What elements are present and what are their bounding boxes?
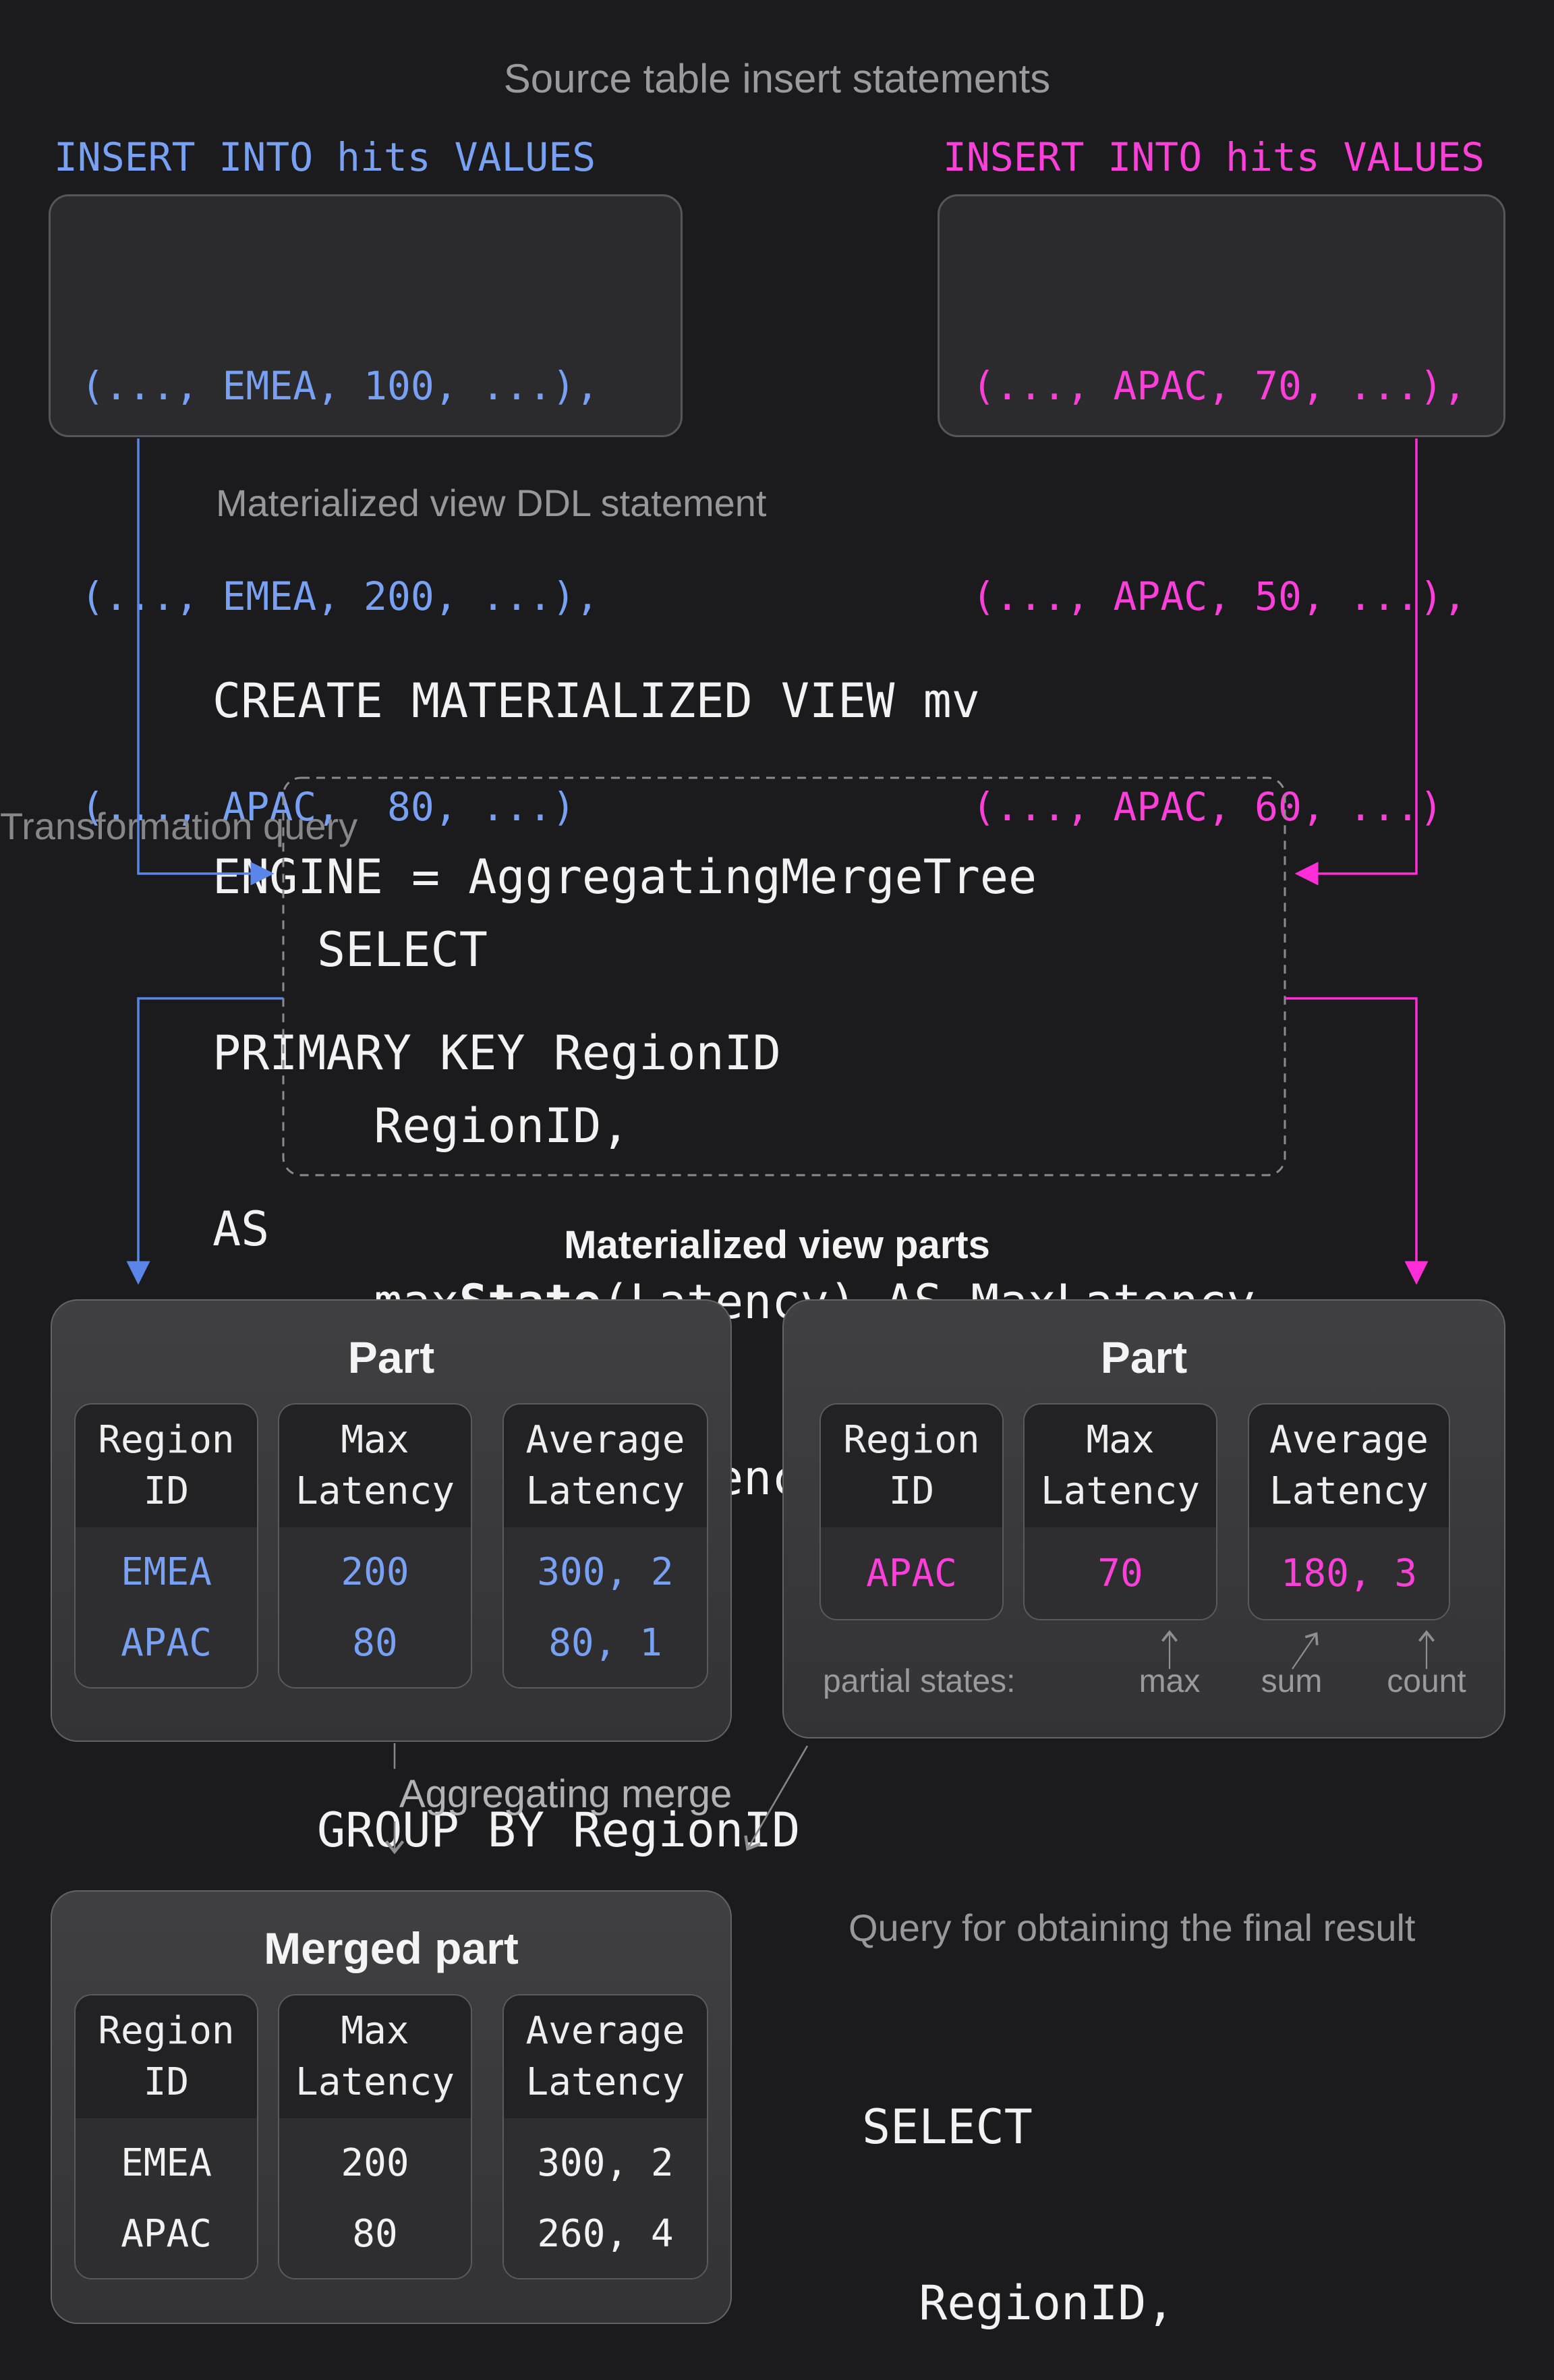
cell: 300, 2 <box>537 2141 674 2185</box>
code-line: RegionID, <box>862 2275 1175 2331</box>
partial-states-sum: sum <box>1261 1664 1323 1699</box>
cell: 80, 1 <box>548 1620 662 1665</box>
partial-states-count: count <box>1387 1664 1466 1699</box>
column-values: 180, 3 <box>1249 1527 1449 1619</box>
column-header: Region ID <box>76 1995 257 2118</box>
column-header: Average Latency <box>504 1995 707 2118</box>
column-values: 200 80 <box>279 2118 471 2278</box>
column-average-latency: Average Latency 300, 2 80, 1 <box>502 1403 708 1689</box>
column-header: Max Latency <box>279 1995 471 2118</box>
insert-right-line: (..., APAC, 70, ...), <box>972 363 1467 409</box>
column-max-latency: Max Latency 70 <box>1023 1403 1217 1620</box>
part-box-left-title: Part <box>347 1332 435 1382</box>
cell: 200 <box>341 1550 409 1594</box>
partial-states-label: partial states: <box>823 1664 1016 1699</box>
cell: APAC <box>866 1551 957 1595</box>
column-max-latency: Max Latency 200 80 <box>278 1994 472 2279</box>
cell: 180, 3 <box>1280 1551 1418 1595</box>
insert-right-box <box>938 194 1505 437</box>
cell: 80 <box>352 1620 398 1665</box>
partial-states-max: max <box>1139 1664 1201 1699</box>
column-values: EMEA APAC <box>76 2118 257 2278</box>
cell: 80 <box>352 2211 398 2256</box>
insert-right-line: (..., APAC, 50, ...), <box>972 573 1467 619</box>
column-header: Max Latency <box>1025 1405 1216 1527</box>
column-values: 200 80 <box>279 1527 471 1687</box>
column-average-latency: Average Latency 180, 3 <box>1248 1403 1450 1620</box>
column-header: Max Latency <box>279 1405 471 1527</box>
column-header: Average Latency <box>504 1405 707 1527</box>
column-header: Average Latency <box>1249 1405 1449 1527</box>
column-values: APAC <box>821 1527 1002 1619</box>
page-title: Source table insert statements <box>503 56 1051 101</box>
parts-heading: Materialized view parts <box>564 1223 990 1267</box>
code-line: SELECT <box>317 922 488 978</box>
column-values: 300, 2 260, 4 <box>504 2118 707 2278</box>
column-values: 300, 2 80, 1 <box>504 1527 707 1687</box>
column-values: 70 <box>1025 1527 1216 1619</box>
column-header: Region ID <box>76 1405 257 1527</box>
cell: EMEA <box>121 2141 212 2185</box>
part-box-right-title: Part <box>1100 1332 1188 1382</box>
final-query-title: Query for obtaining the final result <box>848 1906 1416 1949</box>
column-region-id: Region ID APAC <box>819 1403 1004 1620</box>
cell: 260, 4 <box>537 2211 674 2256</box>
column-max-latency: Max Latency 200 80 <box>278 1403 472 1689</box>
cell: 300, 2 <box>537 1550 674 1594</box>
column-region-id: Region ID EMEA APAC <box>74 1994 258 2279</box>
cell: APAC <box>121 2211 212 2256</box>
code-line: RegionID, <box>317 1098 630 1154</box>
insert-left-header: INSERT INTO hits VALUES <box>54 134 596 180</box>
code-line: SELECT <box>862 2099 1033 2155</box>
cell: 200 <box>341 2141 409 2185</box>
cell: 70 <box>1097 1551 1143 1595</box>
column-header: Region ID <box>821 1405 1002 1527</box>
ddl-title: Materialized view DDL statement <box>216 482 767 524</box>
insert-left-line: (..., EMEA, 100, ...), <box>81 363 600 409</box>
cell: APAC <box>121 1620 212 1665</box>
column-average-latency: Average Latency 300, 2 260, 4 <box>502 1994 708 2279</box>
column-region-id: Region ID EMEA APAC <box>74 1403 258 1689</box>
cell: EMEA <box>121 1550 212 1594</box>
insert-right-header: INSERT INTO hits VALUES <box>943 134 1485 180</box>
column-values: EMEA APAC <box>76 1527 257 1687</box>
aggregating-merge-label: Aggregating merge <box>399 1772 732 1816</box>
merged-part-title: Merged part <box>264 1923 519 1973</box>
insert-left-box <box>49 194 683 437</box>
ddl-line: CREATE MATERIALIZED VIEW mv <box>212 673 980 729</box>
